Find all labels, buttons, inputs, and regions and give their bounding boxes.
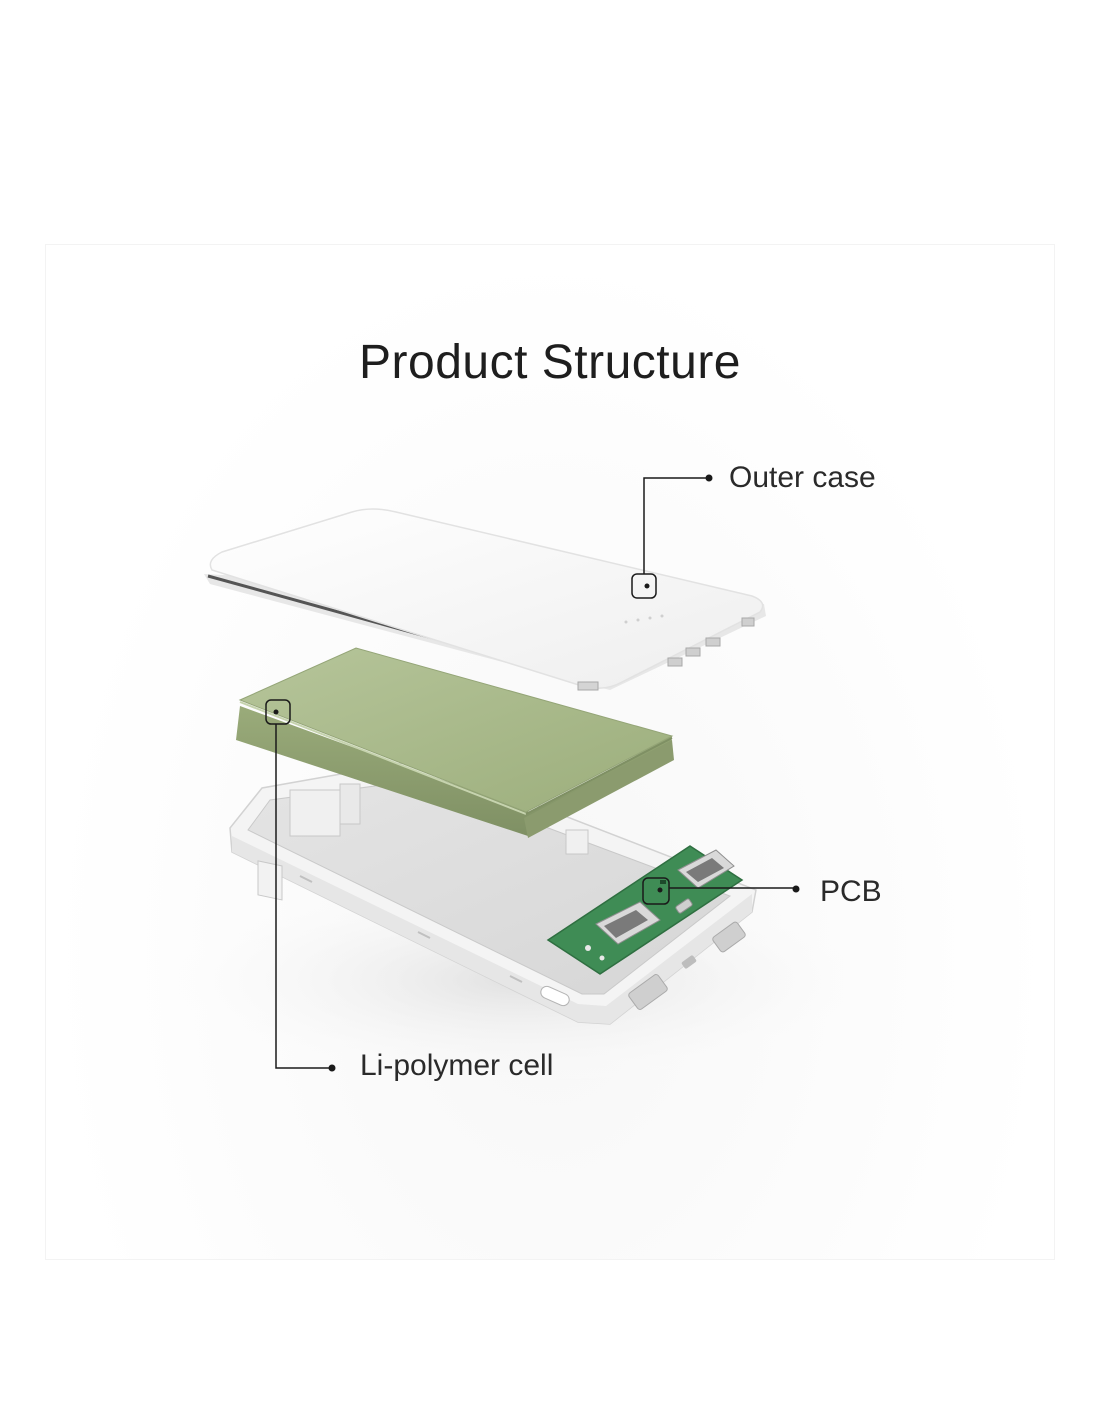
page-title: Product Structure bbox=[359, 336, 741, 389]
li-polymer-cell bbox=[236, 647, 674, 838]
outer-case bbox=[204, 508, 766, 691]
label-outer-case: Outer case bbox=[729, 461, 876, 494]
label-pcb: PCB bbox=[820, 875, 882, 908]
callout-outer-case bbox=[631, 474, 713, 599]
label-li-polymer-cell: Li-polymer cell bbox=[360, 1049, 554, 1082]
pcb-board bbox=[546, 845, 744, 975]
usb-port-1 bbox=[595, 901, 661, 945]
callout-pcb bbox=[642, 877, 800, 905]
callout-cell bbox=[265, 699, 336, 1072]
usb-port-2 bbox=[677, 849, 735, 889]
